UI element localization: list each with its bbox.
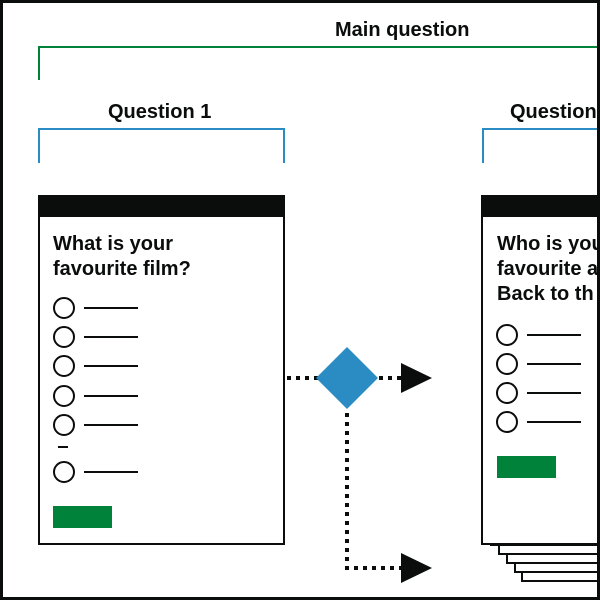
- option-label-line: [527, 334, 581, 336]
- option-label-line: [84, 395, 138, 397]
- radio-option-1[interactable]: [53, 297, 153, 319]
- option-label-line: [527, 363, 581, 365]
- radio-button[interactable]: [496, 382, 518, 404]
- question-2-card: Who is you favourite a Back to th: [481, 195, 599, 545]
- radio-option-4[interactable]: [496, 411, 596, 433]
- question-1-label: Question 1: [108, 101, 212, 123]
- radio-button[interactable]: [53, 326, 75, 348]
- radio-option-6[interactable]: [53, 461, 153, 483]
- card-header-bar: [40, 197, 283, 217]
- question-2-text: Who is you favourite a Back to th: [497, 233, 599, 305]
- radio-option-1[interactable]: [496, 324, 596, 346]
- option-label-line: [84, 424, 138, 426]
- question-1-card: What is your favourite film?: [38, 195, 285, 545]
- decision-diamond: [316, 347, 378, 409]
- card-header-bar: [483, 197, 597, 217]
- radio-button[interactable]: [496, 324, 518, 346]
- radio-button[interactable]: [53, 297, 75, 319]
- option-label-line: [84, 336, 138, 338]
- question-2-bracket: [482, 128, 597, 163]
- radio-option-2[interactable]: [53, 326, 153, 348]
- radio-button[interactable]: [53, 385, 75, 407]
- main-question-label: Main question: [335, 19, 470, 41]
- option-label-line: [527, 392, 581, 394]
- question-2-label: Question: [510, 101, 597, 123]
- question-1-bracket: [38, 128, 285, 163]
- radio-option-3[interactable]: [53, 355, 153, 377]
- continue-button[interactable]: [497, 456, 556, 478]
- radio-option-3[interactable]: [496, 382, 596, 404]
- radio-button[interactable]: [53, 414, 75, 436]
- radio-button[interactable]: [53, 461, 75, 483]
- arrow-head-down-branch: [401, 553, 432, 583]
- radio-option-5[interactable]: [53, 414, 153, 436]
- option-label-line: [84, 307, 138, 309]
- radio-option-4[interactable]: [53, 385, 153, 407]
- continue-button[interactable]: [53, 506, 112, 528]
- radio-option-2[interactable]: [496, 353, 596, 375]
- radio-button[interactable]: [496, 353, 518, 375]
- option-label-line: [84, 471, 138, 473]
- option-label-line: [527, 421, 581, 423]
- question-1-text: What is your favourite film?: [53, 233, 191, 280]
- radio-button[interactable]: [496, 411, 518, 433]
- option-label-line: [84, 365, 138, 367]
- main-question-bracket: [38, 46, 597, 80]
- diagram-overlay: [38, 46, 597, 583]
- more-options-marker: [58, 446, 68, 448]
- dotted-connector-down: [345, 413, 405, 570]
- arrow-head-right: [401, 363, 432, 393]
- radio-button[interactable]: [53, 355, 75, 377]
